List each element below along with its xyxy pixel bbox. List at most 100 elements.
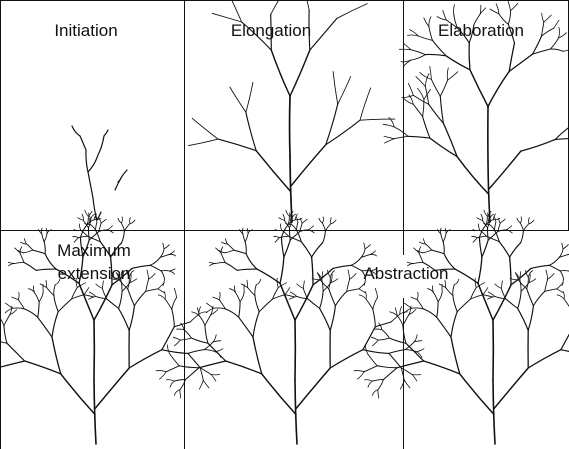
dendrite-branch (225, 309, 238, 317)
dendrite-branch (429, 17, 431, 27)
dendrite-branch (7, 343, 25, 361)
dendrite-branch (86, 150, 88, 172)
dendrite-branch (542, 13, 544, 22)
dendrite-branch (408, 83, 413, 95)
dendrite-branch (188, 353, 200, 367)
dendrite-branch (481, 214, 482, 220)
dendrite-branch (408, 35, 419, 36)
dendrite-branch (297, 284, 304, 288)
dendrite-branch (186, 368, 200, 380)
dendrite-branch (333, 72, 338, 105)
dendrite-branch (411, 55, 425, 61)
dendrite-branch (281, 237, 284, 257)
dendrite-branch (403, 43, 411, 50)
dendrite-branch (218, 139, 256, 151)
dendrite-branch (205, 315, 211, 326)
dendrite-branch (281, 224, 282, 230)
dendrite-branch (372, 379, 383, 381)
dendrite-branch (219, 300, 225, 309)
dendrite-branch (107, 299, 119, 309)
dendrite-branch (457, 299, 470, 312)
dendrite-branch (446, 56, 470, 70)
dendrite-branch (366, 299, 373, 309)
dendrite-branch (437, 302, 438, 318)
dendrite-branch (518, 280, 527, 289)
dendrite-branch (351, 257, 361, 265)
dendrite-branch (88, 172, 93, 198)
dendrite-branch (417, 349, 425, 352)
dendrite-branch (162, 327, 174, 350)
dendrite-branch (104, 130, 108, 136)
dendrite-branch (375, 329, 382, 330)
dendrite-branch (312, 257, 313, 285)
dendrite-branch (174, 390, 180, 396)
dendrite-branch (274, 236, 280, 237)
dendrite-branch (170, 381, 174, 387)
dendrite-branch (533, 291, 544, 305)
dendrite-branch (246, 254, 257, 269)
dendrite-branch (364, 243, 365, 249)
dendrite-branch (5, 303, 12, 308)
dendrite-branch (302, 219, 307, 223)
dendrite-branch (33, 250, 45, 254)
dendrite-branch (225, 263, 237, 271)
dendrite-branch (426, 244, 432, 250)
dendrite-branch (52, 312, 58, 337)
dendrite-branch (437, 317, 451, 337)
dendrite-branch (326, 120, 360, 145)
dendrite-branch (322, 272, 323, 280)
dendrite-branch (397, 361, 424, 368)
dendrite-branch (310, 18, 337, 50)
dendrite-branch (348, 270, 350, 279)
dendrite-branch (554, 20, 559, 28)
dendrite-branch (373, 297, 378, 309)
dendrite-branch (290, 228, 291, 240)
dendrite-branch (173, 337, 180, 340)
dendrite-branch (119, 291, 123, 308)
dendrite-branch (335, 291, 346, 305)
dendrite-branch (372, 390, 378, 396)
dendrite-branch (79, 236, 88, 237)
dendrite-branch (156, 371, 166, 372)
dendrite-branch (174, 288, 176, 297)
dendrite-branch (271, 50, 290, 96)
dendrite-branch (192, 118, 218, 139)
dendrite-branch (280, 236, 289, 237)
dendrite-branch (365, 345, 368, 355)
dendrite-branch (330, 350, 363, 368)
dendrite-branch (358, 372, 365, 379)
dendrite-branch (488, 219, 489, 225)
dendrite-branch (417, 292, 418, 299)
dendrite-branch (360, 119, 395, 120)
dendrite-branch (225, 239, 227, 244)
dendrite-branch (203, 380, 209, 388)
dendrite-branch (453, 5, 454, 15)
dendrite-branch (441, 234, 443, 242)
dendrite-branch (501, 288, 505, 298)
dendrite-branch (82, 214, 83, 220)
dendrite-branch (296, 368, 330, 409)
dendrite-branch (500, 219, 505, 223)
dendrite-branch (432, 250, 444, 254)
dendrite-branch (24, 239, 26, 244)
dendrite-branch (350, 274, 356, 280)
dendrite-branch (245, 242, 246, 254)
dendrite-branch (546, 270, 548, 279)
dendrite-branch (545, 279, 548, 291)
dendrite-branch (303, 288, 307, 298)
dendrite-branch (418, 88, 424, 99)
dendrite-branch (96, 296, 107, 298)
dendrite-branch (473, 230, 480, 231)
dendrite-branch (169, 254, 176, 255)
dendrite-branch (329, 277, 331, 289)
dendrite-branch (507, 226, 512, 230)
dendrite-branch (434, 293, 439, 302)
dendrite-branch (38, 317, 52, 337)
dendrite-branch (121, 223, 124, 231)
dendrite-branch (378, 338, 389, 340)
dendrite-branch (44, 242, 45, 254)
dendrite-branch (209, 262, 215, 263)
dendrite-branch (473, 238, 478, 243)
dendrite-branch (365, 380, 373, 381)
